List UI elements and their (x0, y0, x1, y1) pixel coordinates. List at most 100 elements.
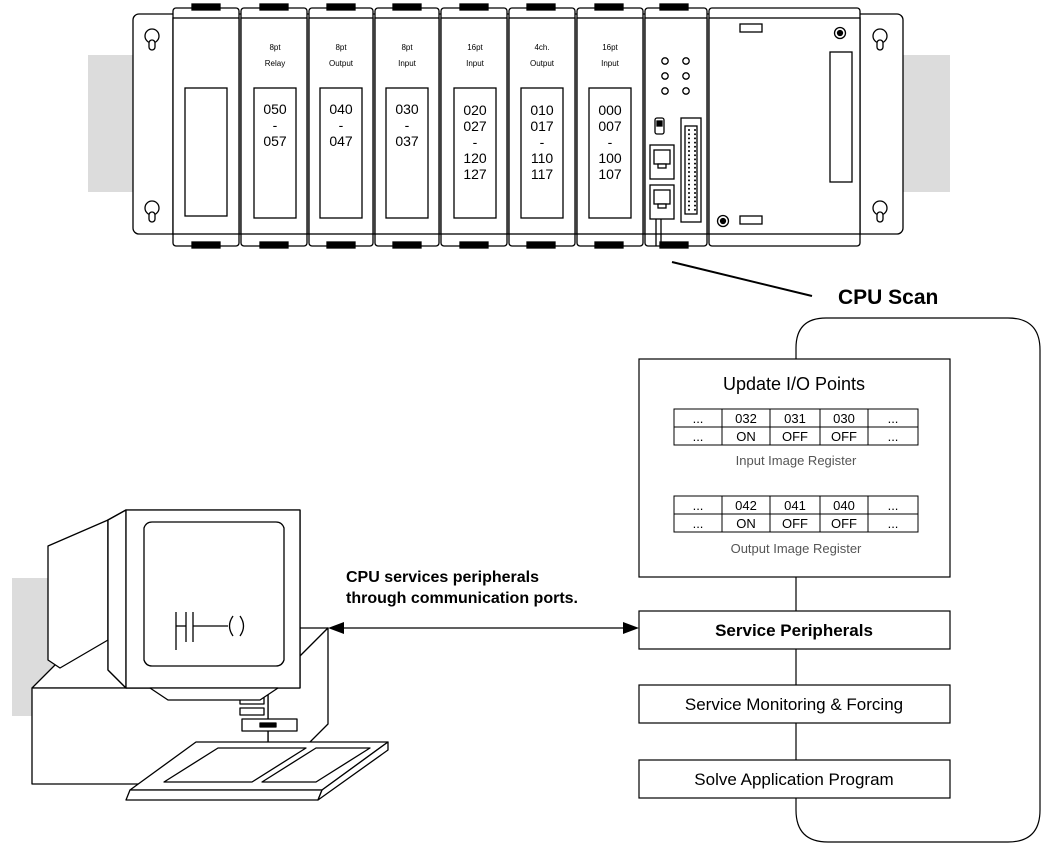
register-cell: ... (693, 516, 704, 531)
register-cell: 032 (735, 411, 757, 426)
output-register-cells: ... 042 041 040...... ON OFF OFF... (693, 498, 899, 531)
monitor-back (47, 519, 109, 669)
module-address-label: 117 (531, 166, 554, 182)
service-peripherals-box (638, 610, 951, 650)
peripherals-note-line2: through communication ports. (346, 590, 578, 607)
input-register-cells: ... 032 031 030...... ON OFF OFF... (693, 411, 899, 444)
module-header-label: Input (466, 59, 485, 68)
module-address-label: 020 (463, 102, 487, 118)
module-address-label: 040 (329, 101, 353, 117)
monitoring-forcing-box (638, 684, 951, 724)
peripherals-note-line1: CPU services peripherals (346, 569, 539, 586)
register-cell: OFF (831, 429, 857, 444)
rack-shadow-left (88, 55, 133, 192)
module-address-label: 100 (598, 150, 622, 166)
module-address-label: - (405, 117, 410, 133)
register-cell: OFF (831, 516, 857, 531)
register-cell: 030 (833, 411, 855, 426)
module-address-label: - (273, 117, 278, 133)
arrow-right-icon (623, 622, 639, 634)
monitor (107, 509, 301, 701)
blank-slot (172, 3, 240, 249)
module-address-label: - (339, 117, 344, 133)
io-module-input-16pt-a (440, 3, 508, 249)
register-cell: ON (736, 429, 756, 444)
power-supply (708, 7, 861, 247)
module-address-label: 030 (395, 101, 419, 117)
register-cell: OFF (782, 516, 808, 531)
module-address-label: 007 (598, 118, 622, 134)
register-cell: ... (888, 516, 899, 531)
io-module-output-4ch (508, 3, 576, 249)
module-header-label: 8pt (335, 43, 347, 52)
connector-pins-icon (688, 129, 696, 211)
mode-switch-icon (654, 117, 665, 135)
module-address-label: 027 (463, 118, 487, 134)
comm-port-2-icon (649, 184, 675, 220)
module-header-label: Input (398, 59, 417, 68)
module-address-label: 017 (530, 118, 554, 134)
io-module-input-16pt-b (576, 3, 644, 249)
module-address-label: 050 (263, 101, 287, 117)
register-cell: 042 (735, 498, 757, 513)
module-address-label: 127 (463, 166, 487, 182)
module-header-label: 16pt (602, 43, 618, 52)
module-address-label: 010 (530, 102, 554, 118)
io-connector-icon (680, 117, 702, 223)
module-address-label: 000 (598, 102, 622, 118)
module-address-label: 107 (598, 166, 622, 182)
input-image-register (673, 408, 919, 446)
register-cell: ... (693, 429, 704, 444)
programming-cable (655, 219, 662, 246)
plc-rack (132, 3, 904, 249)
module-address-label: - (608, 134, 613, 150)
ladder-contact-icon (175, 612, 245, 650)
module-header-label: Input (601, 59, 620, 68)
module-address-label: 047 (329, 133, 353, 149)
module-address-label: 057 (263, 133, 287, 149)
register-cell: 040 (833, 498, 855, 513)
update-io-title: Update I/O Points (723, 374, 865, 394)
module-address-label: - (540, 134, 545, 150)
register-cell: ON (736, 516, 756, 531)
module-header-label: Output (530, 59, 555, 68)
io-module-input-8pt (374, 3, 440, 249)
service-peripherals-label: Service Peripherals (715, 621, 873, 640)
status-led-icon (661, 57, 690, 95)
module-address-label: 120 (463, 150, 487, 166)
module-header-label: Relay (265, 59, 285, 68)
mounting-hole-icon (144, 28, 888, 223)
register-cell: ... (693, 498, 704, 513)
cpu-module (644, 3, 708, 249)
cpu-scan-label: CPU Scan (838, 286, 938, 309)
arrow-left-icon (328, 622, 344, 634)
solve-program-box (638, 759, 951, 799)
output-image-register (673, 495, 919, 533)
scan-loop-path (795, 317, 1041, 843)
comm-port-1-icon (649, 144, 675, 180)
module-header-label: 8pt (401, 43, 413, 52)
register-cell: ... (888, 411, 899, 426)
register-cell: ... (888, 429, 899, 444)
solve-program-label: Solve Application Program (694, 770, 893, 789)
module-address-label: - (473, 134, 478, 150)
register-cell: 041 (784, 498, 806, 513)
cpu-scan-leader (671, 261, 813, 297)
module-labels: 8ptRelay050-0578ptOutput040-0478ptInput0… (263, 43, 622, 182)
register-cell: 031 (784, 411, 806, 426)
computer-icon (31, 509, 389, 801)
module-address-label: 037 (395, 133, 419, 149)
io-module-output-8pt (308, 3, 374, 249)
module-header-label: 8pt (269, 43, 281, 52)
keyboard (125, 741, 389, 801)
register-cell: ... (888, 498, 899, 513)
register-cell: OFF (782, 429, 808, 444)
module-header-label: 16pt (467, 43, 483, 52)
module-address-label: 110 (531, 150, 554, 166)
register-cell: ... (693, 411, 704, 426)
monitor-screen (143, 521, 285, 667)
rack-shadow-right (900, 55, 950, 192)
module-header-label: 4ch. (534, 43, 549, 52)
input-register-label: Input Image Register (736, 453, 857, 468)
